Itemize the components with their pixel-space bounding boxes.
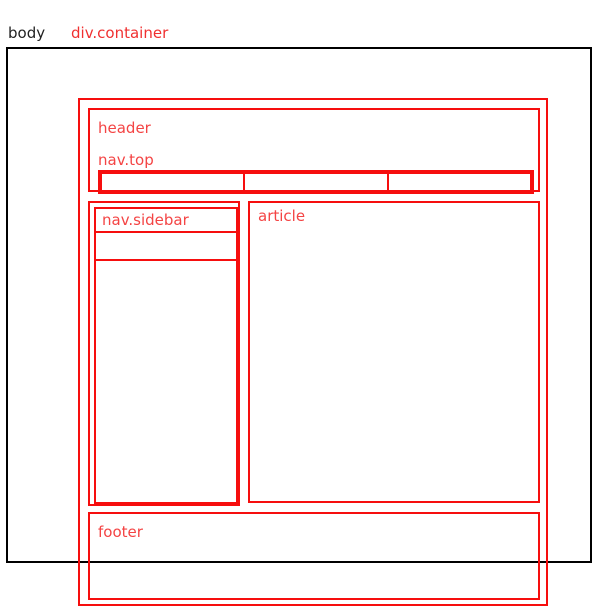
label-header: header xyxy=(98,119,151,137)
nav-top-item-list xyxy=(100,172,532,192)
label-nav-top: nav.top xyxy=(98,151,154,169)
box-nav-sidebar: nav.sidebar xyxy=(88,201,240,506)
label-nav-sidebar: nav.sidebar xyxy=(102,211,189,229)
nav-sidebar-item-list: nav.sidebar xyxy=(94,207,238,504)
nav-top-item-1[interactable] xyxy=(100,172,246,192)
box-body: header nav.top nav.sidebar xyxy=(6,47,592,606)
box-article: article xyxy=(248,201,540,503)
box-header: header nav.top xyxy=(88,108,540,194)
diagram-top-labels: body div.container xyxy=(8,24,592,44)
nav-top-item-3[interactable] xyxy=(386,172,532,192)
nav-sidebar-item-2[interactable] xyxy=(94,231,238,261)
box-div-container: header nav.top nav.sidebar xyxy=(78,98,548,606)
nav-sidebar-item-3[interactable] xyxy=(94,259,238,504)
label-body: body xyxy=(8,24,46,42)
nav-top-item-2[interactable] xyxy=(243,172,389,192)
nav-sidebar-item-1[interactable]: nav.sidebar xyxy=(94,207,238,233)
label-div-container: div.container xyxy=(71,24,169,42)
box-footer: footer xyxy=(88,512,540,600)
label-footer: footer xyxy=(98,523,143,541)
box-nav-top xyxy=(98,170,534,194)
label-article: article xyxy=(258,207,306,225)
